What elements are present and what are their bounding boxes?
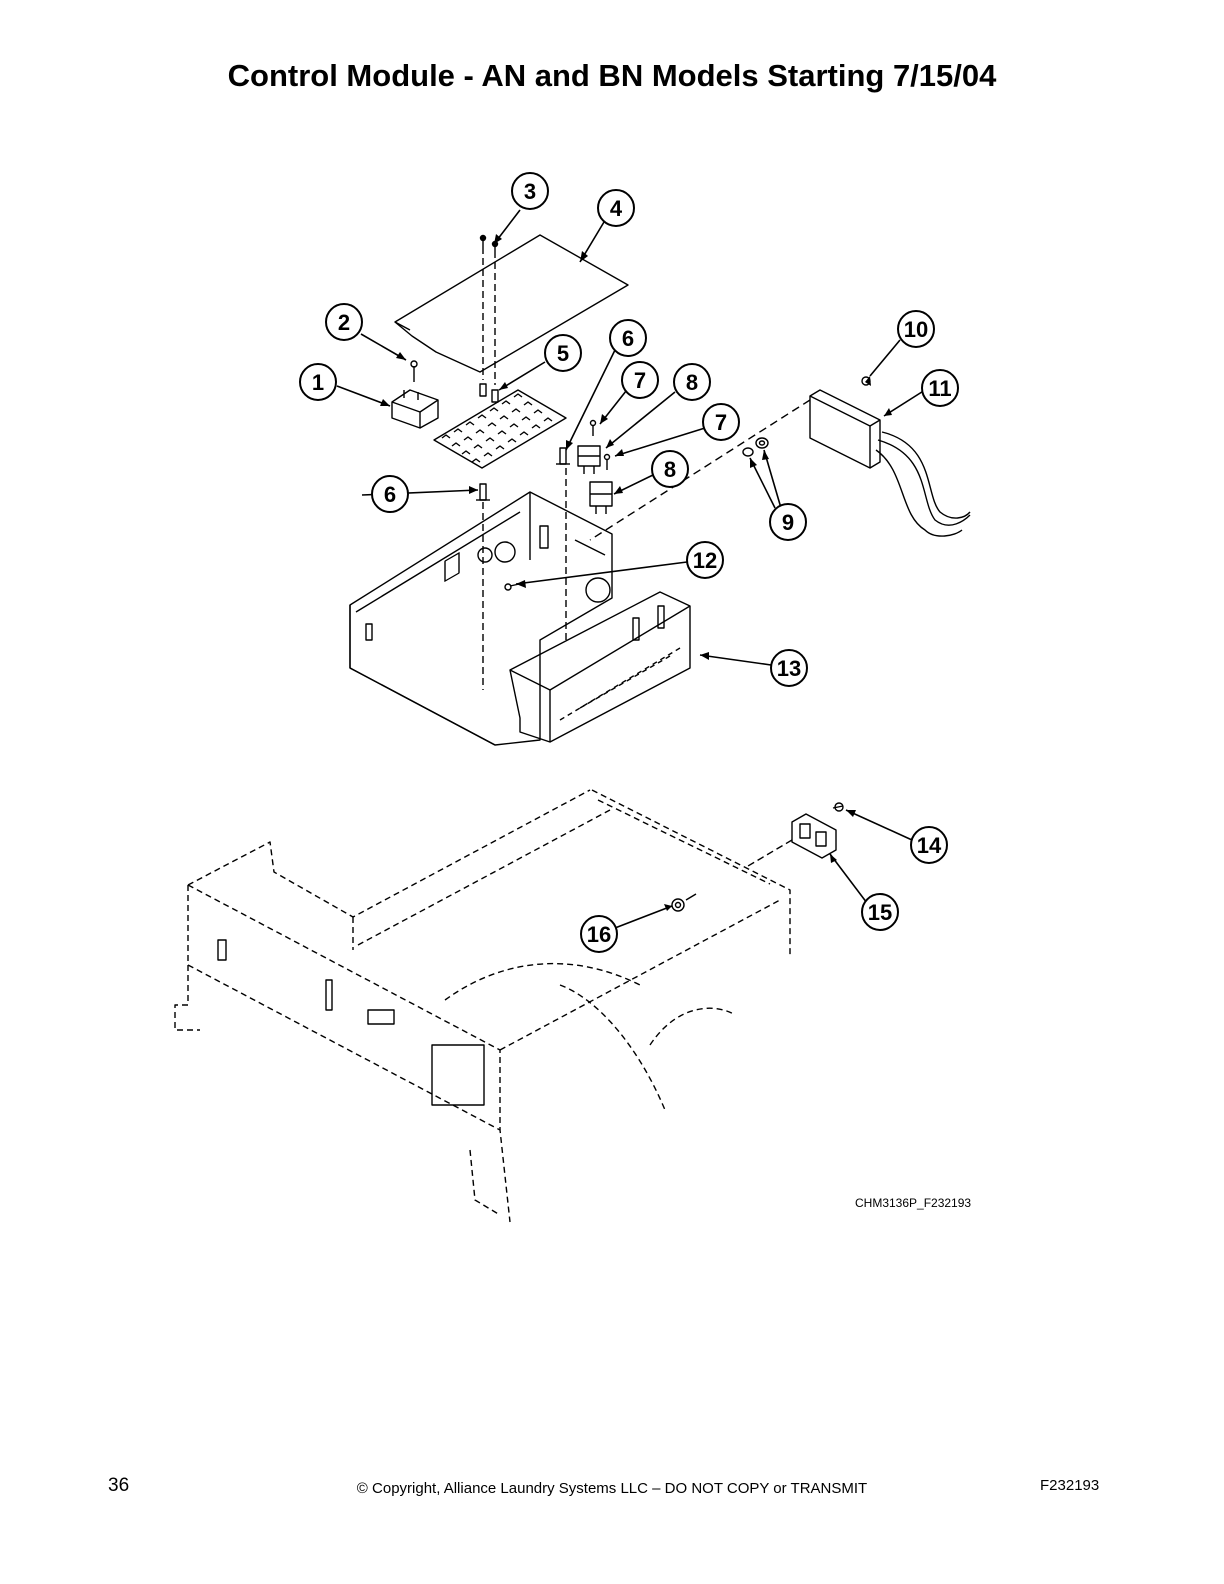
callout-circle (770, 649, 808, 687)
bracket-part-13 (509, 591, 691, 743)
callout-label: 3 (524, 179, 536, 204)
screw-part-2 (410, 360, 418, 382)
callout-circle (371, 475, 409, 513)
callout-circle (621, 361, 659, 399)
callout-label: 12 (693, 548, 717, 573)
callout-label: 16 (587, 922, 611, 947)
leader-arrowheads (380, 234, 892, 911)
callout-circle (609, 319, 647, 357)
screw-part-14 (832, 802, 844, 812)
callout-circle (651, 450, 689, 488)
callout-circle (861, 893, 899, 931)
machine-frame-solid (217, 939, 485, 1106)
callout-label: 8 (664, 457, 676, 482)
screw-part-7 (589, 419, 611, 470)
callout-circle (897, 310, 935, 348)
page-title: Control Module - AN and BN Models Starti… (227, 58, 997, 93)
callout-label: 8 (686, 370, 698, 395)
copyright-notice: © Copyright, Alliance Laundry Systems LL… (356, 1480, 868, 1497)
callout-circle (702, 403, 740, 441)
callout-label: 11 (928, 376, 951, 401)
relay-part-8 (577, 445, 613, 514)
document-code: F232193 (1040, 1477, 1100, 1494)
plug-part-16 (671, 893, 697, 912)
clip-part-upper (556, 447, 570, 465)
callout-circle (511, 172, 549, 210)
callout-label: 10 (904, 317, 928, 342)
callout-label: 5 (557, 341, 569, 366)
callout-circle (597, 189, 635, 227)
cover-plate-part (394, 234, 629, 373)
callout-circle (921, 369, 959, 407)
chassis-part (349, 491, 613, 746)
callout-circle (673, 363, 711, 401)
callout-label: 13 (777, 656, 801, 681)
washer-part-9 (742, 437, 769, 457)
control-board-part (433, 389, 567, 469)
callout-label: 7 (634, 368, 646, 393)
screw-part-3 (479, 234, 499, 385)
callout-circle (686, 541, 724, 579)
callout-circle (580, 915, 618, 953)
callout-label: 15 (868, 900, 892, 925)
callout-label: 14 (917, 833, 942, 858)
switch-part-15 (791, 813, 837, 859)
callout-circle (544, 334, 582, 372)
page-number: 36 (108, 1475, 130, 1496)
machine-frame-part (174, 789, 791, 1223)
transformer-part (391, 389, 439, 429)
callout-circle (299, 363, 337, 401)
clip-part-lower (476, 483, 490, 690)
callout-circle (769, 503, 807, 541)
callout-label: 4 (610, 196, 623, 221)
callout-label: 1 (312, 370, 324, 395)
callout-label: 9 (782, 510, 794, 535)
standoff-part (479, 383, 499, 403)
callout-label: 2 (338, 310, 350, 335)
callout-label: 7 (715, 410, 727, 435)
callout-circle (325, 303, 363, 341)
callout-label: 6 (384, 482, 396, 507)
harness-module-part (809, 389, 971, 537)
callout-circle (910, 826, 948, 864)
callout-label: 6 (622, 326, 634, 351)
drawing-id: CHM3136P_F232193 (855, 1196, 971, 1210)
